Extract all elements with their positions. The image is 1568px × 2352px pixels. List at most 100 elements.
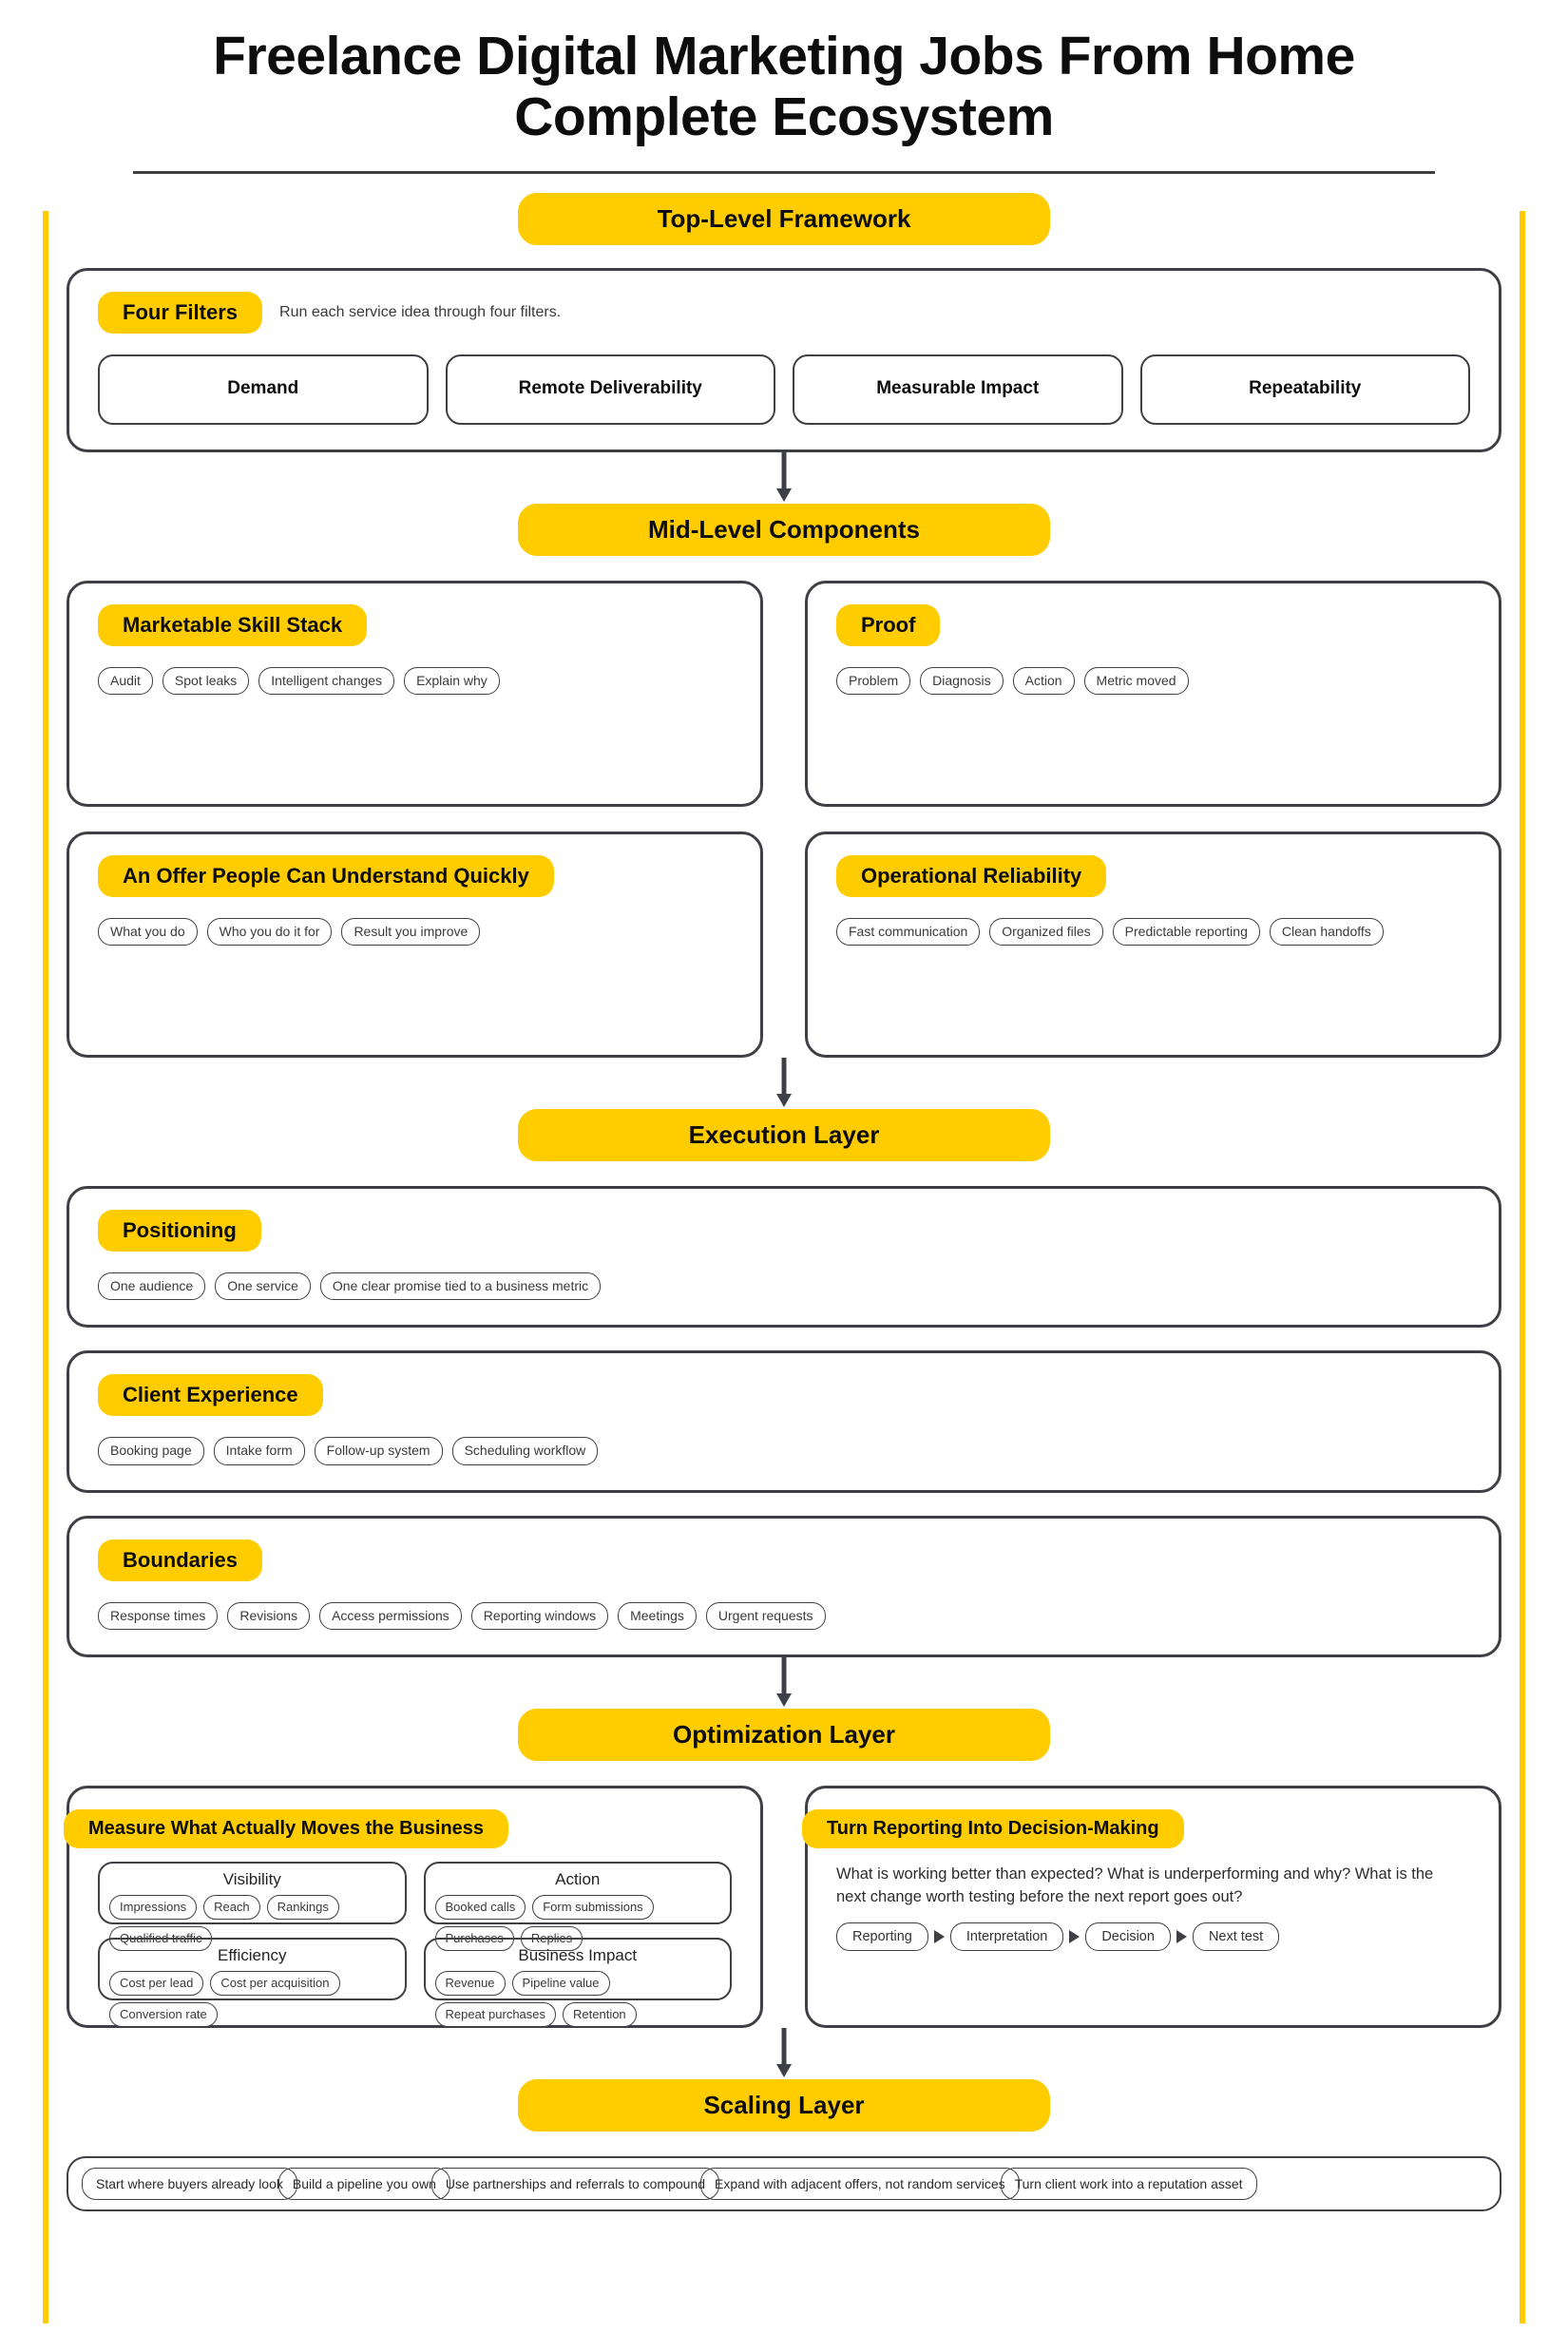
chip-retention[interactable]: Retention — [563, 2002, 637, 2028]
banner-optimization-layer: Optimization Layer — [518, 1709, 1050, 1762]
card-title-client-experience: Client Experience — [98, 1374, 323, 1417]
chip-one-service[interactable]: One service — [215, 1272, 311, 1301]
chip-audit[interactable]: Audit — [98, 666, 153, 696]
subgroup-action: Action Booked calls Form submissions Pur… — [423, 1862, 732, 1952]
chip-urgent-requests[interactable]: Urgent requests — [705, 1601, 826, 1631]
chip-cost-per-acquisition[interactable]: Cost per acquisition — [210, 1970, 340, 1997]
scaling-chip-expand-adjacent-offers[interactable]: Expand with adjacent offers, not random … — [700, 2168, 1020, 2201]
chip-fast-communication[interactable]: Fast communication — [836, 917, 981, 947]
chip-revisions[interactable]: Revisions — [227, 1601, 311, 1631]
chips-business-impact: Revenue Pipeline value Repeat purchases … — [434, 1970, 721, 2028]
card-proof: Proof Problem Diagnosis Action Metric mo… — [805, 580, 1501, 807]
measure-title-wrap: Measure What Actually Moves the Business — [64, 1809, 732, 1849]
card-boundaries: Boundaries Response times Revisions Acce… — [67, 1515, 1501, 1658]
chip-access-permissions[interactable]: Access permissions — [319, 1601, 462, 1631]
card-title-operational-reliability: Operational Reliability — [836, 854, 1107, 897]
chip-form-submissions[interactable]: Form submissions — [532, 1894, 654, 1921]
scaling-chip-partnerships-referrals-compound[interactable]: Use partnerships and referrals to compou… — [430, 2168, 720, 2201]
filter-box-repeatability[interactable]: Repeatability — [1139, 354, 1470, 425]
arrow-top-to-mid — [67, 451, 1501, 504]
chip-booking-page[interactable]: Booking page — [98, 1437, 204, 1465]
card-client-experience: Client Experience Booking page Intake fo… — [67, 1350, 1501, 1493]
chip-diagnosis[interactable]: Diagnosis — [920, 666, 1004, 696]
left-accent-rail — [43, 211, 48, 2323]
scaling-chip-build-pipeline-you-own[interactable]: Build a pipeline you own — [277, 2168, 450, 2201]
chip-cost-per-lead[interactable]: Cost per lead — [109, 1970, 204, 1997]
measure-subgroups: Visibility Impressions Reach Rankings Qu… — [98, 1862, 732, 2028]
chip-problem[interactable]: Problem — [836, 666, 911, 696]
chip-result-you-improve[interactable]: Result you improve — [341, 917, 481, 947]
flow-arrow-icon-1 — [933, 1930, 945, 1943]
chip-impressions[interactable]: Impressions — [109, 1894, 198, 1921]
filter-box-remote-deliverability[interactable]: Remote Deliverability — [445, 354, 775, 425]
scaling-chip-reputation-asset[interactable]: Turn client work into a reputation asset — [1000, 2168, 1257, 2201]
flow-chip-reporting[interactable]: Reporting — [836, 1922, 928, 1951]
chip-action[interactable]: Action — [1012, 666, 1075, 696]
chip-spot-leaks[interactable]: Spot leaks — [162, 666, 250, 696]
chip-one-audience[interactable]: One audience — [98, 1272, 206, 1301]
section-banner-row-mid-level: Mid-Level Components — [67, 503, 1501, 556]
filter-box-demand[interactable]: Demand — [98, 354, 429, 425]
section-banner-row-execution: Execution Layer — [67, 1108, 1501, 1161]
four-filters-head: Four Filters Run each service idea throu… — [98, 291, 1470, 334]
card-title-four-filters: Four Filters — [98, 291, 263, 334]
subgroup-label-business-impact: Business Impact — [518, 1946, 638, 1965]
flow-chip-interpretation[interactable]: Interpretation — [949, 1922, 1064, 1951]
chip-reporting-windows[interactable]: Reporting windows — [470, 1601, 609, 1631]
card-operational-reliability: Operational Reliability Fast communicati… — [805, 831, 1501, 1058]
banner-scaling-layer: Scaling Layer — [518, 2079, 1050, 2132]
flow-chip-decision[interactable]: Decision — [1085, 1922, 1171, 1951]
subgroup-label-action: Action — [555, 1870, 601, 1889]
section-banner-row-optimization: Optimization Layer — [67, 1709, 1501, 1762]
banner-execution-layer: Execution Layer — [518, 1108, 1050, 1161]
chip-response-times[interactable]: Response times — [98, 1601, 219, 1631]
chips-offer-understand-quickly: What you do Who you do it for Result you… — [98, 917, 732, 947]
chip-repeat-purchases[interactable]: Repeat purchases — [434, 2002, 557, 2028]
chips-marketable-skill-stack: Audit Spot leaks Intelligent changes Exp… — [98, 666, 732, 696]
chip-who-you-do-it-for[interactable]: Who you do it for — [206, 917, 333, 947]
execution-cards: Positioning One audience One service One… — [67, 1185, 1501, 1658]
chip-revenue[interactable]: Revenue — [434, 1970, 506, 1997]
filter-box-measurable-impact[interactable]: Measurable Impact — [793, 354, 1123, 425]
four-filters-row: Demand Remote Deliverability Measurable … — [98, 354, 1470, 425]
page-title-line-1: Freelance Digital Marketing Jobs From Ho… — [213, 26, 1355, 86]
chips-positioning: One audience One service One clear promi… — [98, 1272, 1470, 1301]
flow-arrow-icon-2 — [1069, 1930, 1080, 1943]
chip-metric-moved[interactable]: Metric moved — [1083, 666, 1189, 696]
chip-what-you-do[interactable]: What you do — [98, 917, 198, 947]
chip-intake-form[interactable]: Intake form — [213, 1437, 305, 1465]
chips-client-experience: Booking page Intake form Follow-up syste… — [98, 1437, 1470, 1465]
chip-scheduling-workflow[interactable]: Scheduling workflow — [451, 1437, 599, 1465]
chip-pipeline-value[interactable]: Pipeline value — [511, 1970, 610, 1997]
chip-intelligent-changes[interactable]: Intelligent changes — [258, 666, 395, 696]
chip-meetings[interactable]: Meetings — [618, 1601, 697, 1631]
chip-conversion-rate[interactable]: Conversion rate — [109, 2002, 218, 2028]
chip-follow-up-system[interactable]: Follow-up system — [314, 1437, 443, 1465]
chip-clean-handoffs[interactable]: Clean handoffs — [1269, 917, 1384, 947]
section-banner-row-scaling: Scaling Layer — [67, 2079, 1501, 2132]
scaling-chip-start-where-buyers-look[interactable]: Start where buyers already look — [82, 2168, 297, 2201]
chip-organized-files[interactable]: Organized files — [989, 917, 1103, 947]
chip-one-clear-promise[interactable]: One clear promise tied to a business met… — [319, 1272, 602, 1301]
chip-rankings[interactable]: Rankings — [266, 1894, 339, 1921]
card-title-marketable-skill-stack: Marketable Skill Stack — [98, 603, 368, 646]
optimization-grid: Measure What Actually Moves the Business… — [64, 1786, 1501, 2029]
card-title-proof: Proof — [836, 603, 941, 646]
page-title-line-2: Complete Ecosystem — [514, 86, 1054, 147]
flow-chip-next-test[interactable]: Next test — [1192, 1922, 1280, 1951]
chip-booked-calls[interactable]: Booked calls — [434, 1894, 526, 1921]
chip-predictable-reporting[interactable]: Predictable reporting — [1112, 917, 1260, 947]
mid-level-grid-row-1: Marketable Skill Stack Audit Spot leaks … — [67, 580, 1501, 807]
chip-explain-why[interactable]: Explain why — [404, 666, 500, 696]
scaling-chip-container: Start where buyers already look Build a … — [67, 2156, 1501, 2212]
page-header: Freelance Digital Marketing Jobs From Ho… — [0, 0, 1568, 174]
chips-efficiency: Cost per lead Cost per acquisition Conve… — [109, 1970, 395, 2028]
card-title-measure-what-moves-business: Measure What Actually Moves the Business — [64, 1809, 509, 1849]
right-accent-rail — [1520, 211, 1525, 2323]
card-title-offer-understand-quickly: An Offer People Can Understand Quickly — [98, 854, 554, 897]
arrow-execution-to-optimization — [67, 1657, 1501, 1709]
title-divider — [133, 170, 1435, 174]
chip-reach[interactable]: Reach — [203, 1894, 260, 1921]
card-offer-understand-quickly: An Offer People Can Understand Quickly W… — [67, 831, 763, 1058]
chips-proof: Problem Diagnosis Action Metric moved — [836, 666, 1470, 696]
